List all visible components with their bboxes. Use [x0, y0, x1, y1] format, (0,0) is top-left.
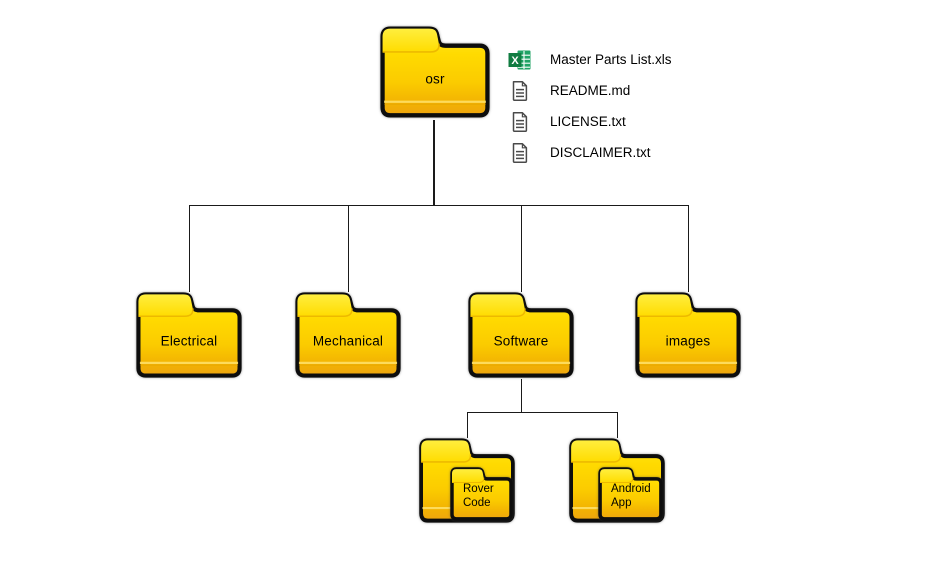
file-name: LICENSE.txt: [550, 114, 626, 129]
folder-icon: [450, 467, 513, 521]
inner-folder: Rover Code: [450, 467, 513, 521]
folder-label-osr: osr: [425, 71, 445, 87]
folder-label-android-app: Android App: [611, 483, 651, 509]
file-row-master-parts-list[interactable]: X Master Parts List.xls: [508, 44, 672, 75]
folder-icon: [136, 292, 242, 378]
folder-osr[interactable]: osr: [379, 25, 491, 119]
connector-level1-bar: [188, 204, 689, 206]
excel-x-glyph: X: [511, 55, 519, 67]
connector-root-riser: [433, 120, 435, 205]
folder-icon: [468, 292, 574, 378]
connector-level2-bar: [466, 411, 618, 413]
folder-label-images: images: [665, 333, 711, 349]
text-file-icon: [512, 142, 528, 163]
inner-folder: Android App: [598, 467, 663, 521]
folder-software[interactable]: Software: [467, 291, 575, 379]
connector-drop-electrical: [188, 204, 190, 292]
text-file-icon: [512, 80, 528, 101]
excel-file-icon: X: [508, 50, 531, 69]
connector-drop-mechanical: [347, 204, 349, 292]
folder-rover-code[interactable]: Rover Code: [418, 437, 516, 524]
folder-label-software: Software: [493, 333, 549, 349]
folder-images[interactable]: images: [634, 291, 742, 379]
folder-icon: [635, 292, 741, 378]
connector-software-riser: [520, 379, 522, 412]
text-file-icon: [512, 111, 528, 132]
connector-drop-android-app: [616, 411, 618, 438]
folder-label-mechanical: Mechanical: [312, 333, 384, 349]
file-row-license[interactable]: LICENSE.txt: [508, 106, 672, 137]
file-name: README.md: [550, 83, 631, 98]
file-row-readme[interactable]: README.md: [508, 75, 672, 106]
folder-icon: [598, 467, 663, 521]
folder-electrical[interactable]: Electrical: [135, 291, 243, 379]
folder-icon: [380, 26, 490, 118]
file-list: X Master Parts List.xls README.md L: [508, 44, 672, 168]
folder-label-electrical: Electrical: [160, 333, 218, 349]
file-row-disclaimer[interactable]: DISCLAIMER.txt: [508, 137, 672, 168]
file-name: Master Parts List.xls: [550, 52, 672, 67]
file-name: DISCLAIMER.txt: [550, 145, 651, 160]
connector-drop-software: [520, 204, 522, 292]
connector-drop-images: [687, 204, 689, 292]
folder-label-rover-code: Rover Code: [463, 483, 494, 509]
folder-mechanical[interactable]: Mechanical: [294, 291, 402, 379]
folder-icon: [295, 292, 401, 378]
connector-drop-rover-code: [466, 411, 468, 438]
folder-android-app[interactable]: Android App: [568, 437, 666, 524]
